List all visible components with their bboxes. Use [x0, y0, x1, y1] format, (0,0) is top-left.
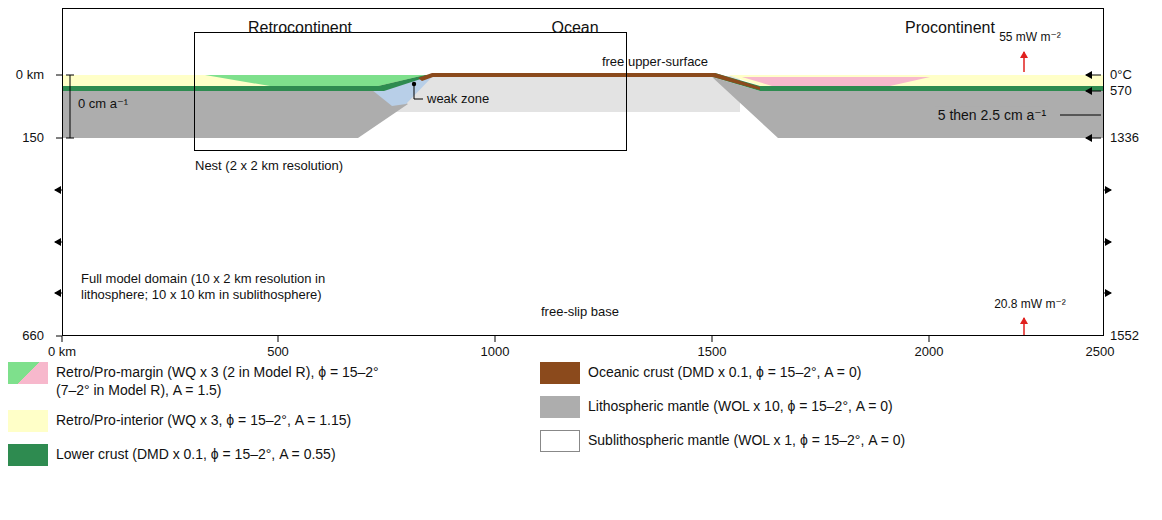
heat-flux-arrow: [1023, 318, 1025, 335]
node-label: Nest (2 x 2 km resolution): [195, 158, 343, 174]
legend-swatch: [540, 362, 580, 384]
weak-zone-dot: [412, 82, 416, 86]
retro-interior: [62, 75, 425, 87]
oceanic-lithosphere: [385, 76, 740, 112]
distance-label: 2500: [1086, 345, 1115, 360]
distance-label: 2000: [915, 345, 944, 360]
legend-swatch: [8, 410, 48, 432]
distance-label: 1000: [481, 345, 510, 360]
temperature-label: 0°C: [1110, 68, 1132, 83]
oceanic-crust: [418, 73, 760, 90]
legend-text: Lithospheric mantle (WOL x 10, ϕ = 15–2°…: [588, 398, 1058, 416]
velocity-label: 0 cm a⁻¹: [78, 97, 128, 112]
legend-swatch: [8, 444, 48, 466]
node-label: Full model domain (10 x 2 km resolution …: [81, 271, 381, 304]
legend-swatch: [540, 430, 580, 452]
model-domain: Full model domain (10 x 2 km resolution …: [62, 8, 1104, 336]
heat-flux: 20.8 mW m⁻²: [994, 298, 1066, 312]
legend-text: Sublithospheric mantle (WOL x 1, ϕ = 15–…: [588, 432, 1058, 450]
distance-label: 0 km: [48, 345, 76, 360]
distance-label: 1500: [698, 345, 727, 360]
legend-swatch: [8, 362, 48, 384]
pro-margin: [742, 77, 930, 86]
temperature-label: 570: [1110, 84, 1132, 99]
callout: weak zone: [427, 92, 489, 107]
heat-flux-arrow: [1023, 52, 1025, 72]
boundary-note: free-slip base: [541, 305, 619, 320]
retro-lower-crust: [62, 75, 433, 91]
pro-lower-crust: [713, 73, 1104, 91]
legend-swatch: [540, 396, 580, 418]
nest-box: Nest (2 x 2 km resolution): [194, 32, 627, 151]
boundary-note: free upper-surface: [602, 55, 708, 70]
depth-label: 150: [22, 131, 44, 146]
legend-text: Lower crust (DMD x 0.1, ϕ = 15–2°, A = 0…: [56, 446, 526, 464]
region-title: Ocean: [551, 19, 598, 37]
legend-text: Retro/Pro-interior (WQ x 3, ϕ = 15–2°, A…: [56, 412, 526, 430]
distance-label: 500: [267, 345, 289, 360]
legend-text: Retro/Pro-margin (WQ x 3 (2 in Model R),…: [56, 364, 396, 399]
depth-label: 660: [22, 329, 44, 344]
region-title: Procontinent: [905, 19, 995, 37]
heat-flux: 55 mW m⁻²: [999, 31, 1061, 45]
axes: [55, 75, 1111, 342]
velocity-label: 5 then 2.5 cm a⁻¹: [936, 107, 1049, 123]
temperature-label: 1552: [1110, 329, 1139, 344]
pro-interior: [728, 75, 1104, 86]
depth-label: 0 km: [16, 68, 44, 83]
temperature-label: 1336: [1110, 131, 1139, 146]
retro-mantle: [62, 91, 408, 138]
legend-text: Oceanic crust (DMD x 0.1, ϕ = 15–2°, A =…: [588, 364, 1058, 382]
region-title: Retrocontinent: [248, 19, 352, 37]
